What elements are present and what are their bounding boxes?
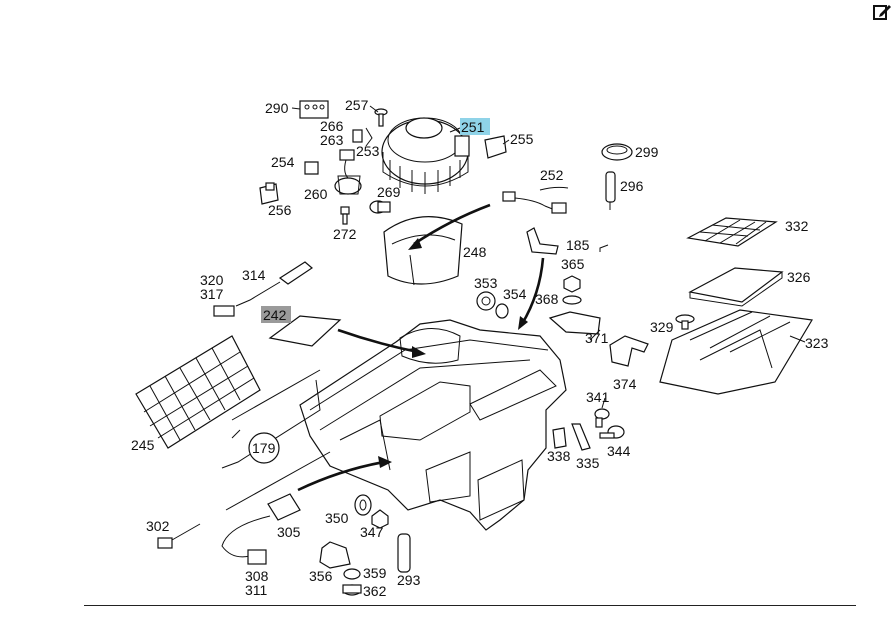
screws-341-344 bbox=[594, 408, 625, 439]
callout-293[interactable]: 293 bbox=[397, 572, 421, 588]
edit-icon bbox=[873, 5, 891, 20]
callout-290[interactable]: 290 bbox=[265, 100, 289, 116]
callout-311[interactable]: 311 bbox=[245, 582, 268, 598]
callout-323[interactable]: 323 bbox=[805, 335, 829, 351]
wiring-252 bbox=[502, 186, 569, 214]
callout-302[interactable]: 302 bbox=[146, 518, 170, 534]
filter-242 bbox=[268, 315, 342, 347]
cable-308 bbox=[221, 515, 271, 565]
callout-368[interactable]: 368 bbox=[535, 291, 559, 307]
hvac-housing bbox=[299, 319, 567, 531]
parts-350-347 bbox=[354, 494, 389, 529]
callout-266[interactable]: 266 bbox=[320, 118, 344, 134]
clips-338-335 bbox=[552, 423, 591, 451]
bracket-374 bbox=[609, 335, 649, 367]
assembly-arrows bbox=[297, 203, 545, 492]
callout-254[interactable]: 254 bbox=[271, 154, 295, 170]
sensor-296 bbox=[605, 171, 616, 210]
callout-308[interactable]: 308 bbox=[245, 568, 269, 584]
callout-374[interactable]: 374 bbox=[613, 376, 637, 392]
switch-302 bbox=[157, 523, 201, 549]
callout-317[interactable]: 317 bbox=[200, 286, 224, 302]
callout-335[interactable]: 335 bbox=[576, 455, 600, 471]
callout-347[interactable]: 347 bbox=[360, 524, 384, 540]
bottom-divider bbox=[84, 605, 856, 606]
callout-179[interactable]: 179 bbox=[252, 440, 276, 456]
callout-338[interactable]: 338 bbox=[547, 448, 571, 464]
callout-365[interactable]: 365 bbox=[561, 256, 585, 272]
bracket-185 bbox=[526, 227, 559, 255]
callout-257[interactable]: 257 bbox=[345, 97, 369, 113]
callout-356[interactable]: 356 bbox=[309, 568, 333, 584]
bracket-256 bbox=[259, 182, 279, 205]
callout-269[interactable]: 269 bbox=[377, 184, 401, 200]
housing-323 bbox=[659, 309, 813, 395]
connector-305 bbox=[267, 493, 301, 521]
clip-254 bbox=[304, 161, 319, 175]
callout-256[interactable]: 256 bbox=[268, 202, 292, 218]
callout-245[interactable]: 245 bbox=[131, 437, 155, 453]
screw-329 bbox=[675, 314, 695, 330]
callout-263[interactable]: 263 bbox=[320, 132, 344, 148]
nut-365 bbox=[562, 275, 582, 305]
screw-257 bbox=[374, 108, 388, 127]
filter-frame-332 bbox=[686, 217, 778, 247]
callout-371[interactable]: 371 bbox=[585, 330, 609, 346]
plug-269 bbox=[369, 200, 391, 214]
callout-248[interactable]: 248 bbox=[463, 244, 487, 260]
callout-320[interactable]: 320 bbox=[200, 272, 224, 288]
callout-253[interactable]: 253 bbox=[356, 143, 380, 159]
callout-362[interactable]: 362 bbox=[363, 583, 387, 599]
sensor-260 bbox=[334, 175, 362, 195]
bracket-368 bbox=[548, 311, 601, 335]
connector-290 bbox=[299, 100, 329, 119]
callout-255[interactable]: 255 bbox=[510, 131, 534, 147]
callout-353[interactable]: 353 bbox=[474, 275, 498, 291]
edit-button[interactable] bbox=[872, 2, 892, 22]
callout-305[interactable]: 305 bbox=[277, 524, 301, 540]
callout-350[interactable]: 350 bbox=[325, 510, 349, 526]
callout-329[interactable]: 329 bbox=[650, 319, 674, 335]
leader-lines bbox=[231, 105, 806, 439]
pin-293 bbox=[397, 533, 411, 573]
callout-314[interactable]: 314 bbox=[242, 267, 266, 283]
callout-296[interactable]: 296 bbox=[620, 178, 644, 194]
highlight-242 bbox=[261, 306, 291, 323]
callout-332[interactable]: 332 bbox=[785, 218, 809, 234]
bracket-356 bbox=[319, 541, 351, 569]
cover-255 bbox=[484, 135, 507, 159]
cable-179 bbox=[221, 369, 331, 511]
callout-344[interactable]: 344 bbox=[607, 443, 631, 459]
bolt-272 bbox=[340, 206, 350, 225]
callout-260[interactable]: 260 bbox=[304, 186, 328, 202]
blower-housing-248 bbox=[383, 216, 463, 286]
callout-251[interactable]: 251 bbox=[461, 119, 485, 135]
sensor-314 bbox=[213, 261, 313, 317]
callout-272[interactable]: 272 bbox=[333, 226, 357, 242]
callout-359[interactable]: 359 bbox=[363, 565, 387, 581]
callout-299[interactable]: 299 bbox=[635, 144, 659, 160]
grille-245 bbox=[135, 335, 261, 449]
callout-labels: 290 257 266 263 253 251 255 254 260 269 … bbox=[131, 97, 829, 599]
mounts-359-362 bbox=[342, 568, 362, 596]
filter-326 bbox=[688, 267, 784, 307]
callout-185[interactable]: 185 bbox=[566, 237, 590, 253]
callout-252[interactable]: 252 bbox=[540, 167, 564, 183]
blower-motor-assembly bbox=[381, 117, 470, 194]
highlight-251 bbox=[460, 118, 490, 135]
callout-326[interactable]: 326 bbox=[787, 269, 811, 285]
ring-299 bbox=[601, 143, 633, 161]
callout-354[interactable]: 354 bbox=[503, 286, 527, 302]
callout-341[interactable]: 341 bbox=[586, 389, 610, 405]
callout-242[interactable]: 242 bbox=[263, 307, 287, 323]
washers-353-354 bbox=[476, 291, 509, 319]
clips-266-263 bbox=[352, 127, 373, 147]
